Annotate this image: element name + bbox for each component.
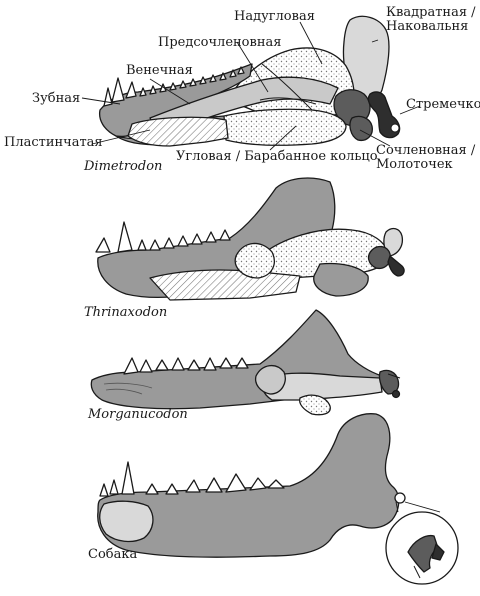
thrinaxodon-jaw — [95, 177, 405, 301]
label-coronoid: Венечная — [126, 63, 193, 78]
dimetrodon-teeth — [103, 66, 245, 107]
label-stapes: Стремечко — [406, 97, 480, 112]
dog-jaw — [97, 413, 459, 585]
thrinaxodon-teeth — [95, 221, 231, 253]
dog-dentary — [97, 413, 400, 558]
morganucodon-coronoid — [254, 365, 286, 395]
articular-piece — [349, 115, 373, 142]
dog-teeth — [99, 461, 285, 497]
morganucodon-angular — [298, 394, 331, 416]
morganucodon-jaw — [90, 309, 401, 416]
thrinaxodon-stapes — [387, 255, 405, 277]
angular-bone — [223, 108, 347, 146]
label-surangular: Надугловая — [234, 9, 315, 24]
label-dentary: Зубная — [32, 91, 81, 106]
label-splenial: Пластинчатая — [4, 135, 103, 150]
thrinaxodon-splenial — [149, 269, 301, 301]
dimetrodon-leader-lines — [81, 21, 421, 151]
thrinaxodon-coronoid — [234, 242, 275, 279]
species-name-morganucodon: Morganucodon — [88, 407, 188, 422]
label-quadrate-incus: Квадратная / Наковальня — [386, 5, 476, 34]
label-angular-tympanic: Угловая / Барабанное кольцо — [176, 149, 378, 164]
species-name-thrinaxodon: Thrinaxodon — [84, 305, 168, 320]
thrinaxodon-articular — [367, 245, 391, 270]
thrinaxodon-dentary — [97, 177, 336, 299]
splenial-bone — [127, 116, 229, 147]
label-prearticular: Предсочленовная — [158, 35, 282, 50]
dog-ossicles — [407, 534, 439, 573]
species-name-dimetrodon: Dimetrodon — [84, 159, 163, 174]
species-name-dog: Собака — [88, 547, 138, 562]
thrinaxodon-quadrate — [383, 227, 404, 257]
thrinaxodon-angular — [313, 262, 369, 297]
label-articular-malleus: Сочленовная / Молоточек — [376, 143, 476, 172]
dog-canine-root — [99, 500, 154, 543]
dog-ear-magnifier-origin — [394, 492, 406, 504]
morganucodon-teeth — [123, 357, 249, 375]
